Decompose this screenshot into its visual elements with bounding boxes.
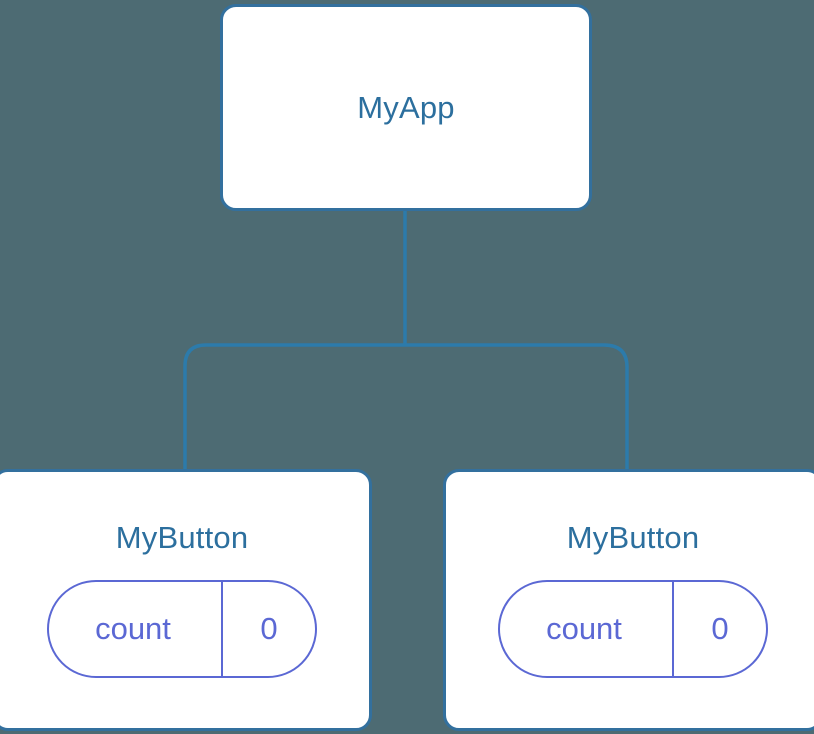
state-value: 0: [672, 582, 766, 676]
state-value: 0: [221, 582, 315, 676]
node-title: MyButton: [115, 520, 249, 555]
connector-child-bus: [183, 343, 629, 472]
state-key: count: [95, 611, 171, 646]
node-myapp[interactable]: MyApp: [220, 4, 592, 211]
state-capsule[interactable]: count 0: [498, 580, 768, 678]
state-capsule[interactable]: count 0: [47, 580, 317, 678]
state-key: count: [546, 611, 622, 646]
node-mybutton-2[interactable]: MyButton count 0: [443, 469, 814, 731]
node-title: MyApp: [357, 89, 455, 125]
node-title: MyButton: [566, 520, 700, 555]
node-mybutton-1[interactable]: MyButton count 0: [0, 469, 372, 731]
